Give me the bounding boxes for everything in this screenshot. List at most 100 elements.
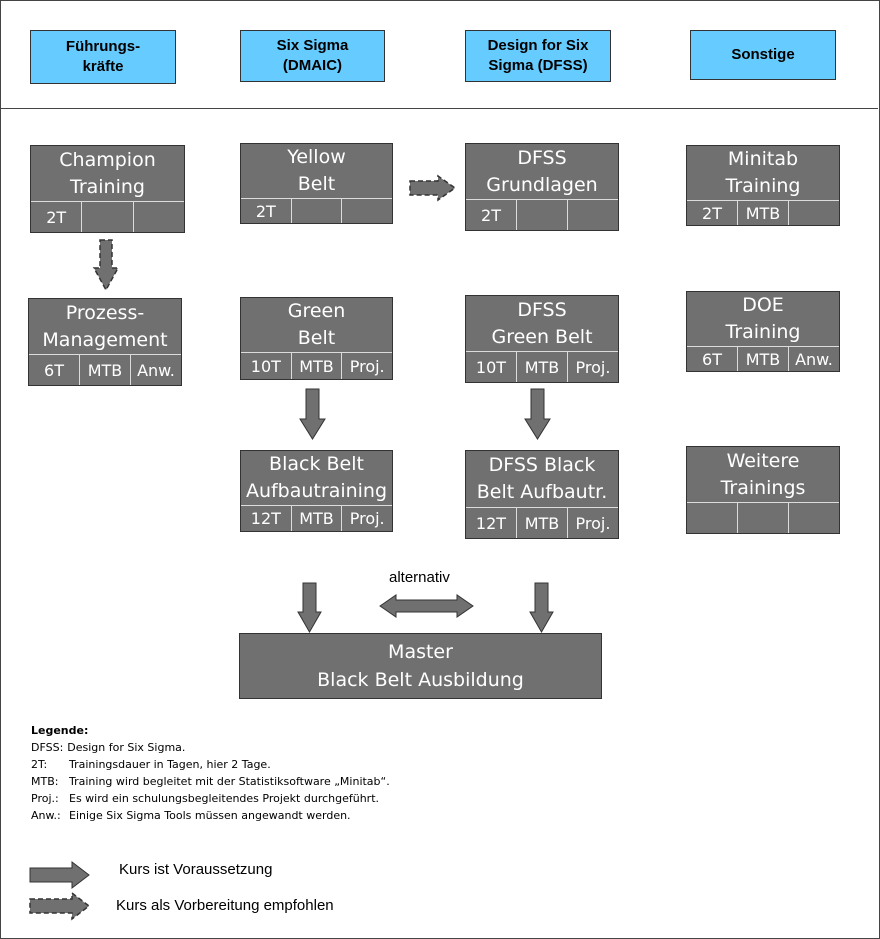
legend-solid-arrow-icon xyxy=(29,860,90,890)
course-attributes: 2T MTB xyxy=(687,200,839,225)
category-dfss: Design for Six Sigma (DFSS) xyxy=(465,30,611,82)
course-title: Minitab Training xyxy=(725,148,801,197)
legend-row: DFSS:Design for Six Sigma. xyxy=(31,739,390,756)
extra-cell: Proj. xyxy=(567,352,618,382)
extra-cell: Anw. xyxy=(130,355,181,385)
duration-cell: 12T xyxy=(475,513,507,533)
legend: Legende: DFSS:Design for Six Sigma. 2T: T… xyxy=(31,722,390,824)
software-cell xyxy=(81,202,132,232)
course-champion-training: Champion Training 2T xyxy=(30,145,185,233)
course-title: DFSS Black Belt Aufbautr. xyxy=(476,454,608,503)
course-attributes: 6T MTB Anw. xyxy=(687,346,839,371)
category-sonstige: Sonstige xyxy=(690,30,836,80)
duration-cell: 6T xyxy=(44,360,64,380)
extra-cell: Proj. xyxy=(341,506,392,531)
extra-cell: Proj. xyxy=(567,508,618,538)
software-cell: MTB xyxy=(737,201,788,225)
legend-text: Einige Six Sigma Tools müssen angewandt … xyxy=(69,809,351,822)
legend-key: DFSS: xyxy=(31,741,64,754)
course-title: Yellow Belt xyxy=(287,146,346,195)
course-title: Champion Training xyxy=(59,148,156,198)
software-cell: MTB xyxy=(516,352,567,382)
legend-text: Trainingsdauer in Tagen, hier 2 Tage. xyxy=(69,758,271,771)
course-attributes: 12T MTB Proj. xyxy=(466,507,618,538)
software-cell xyxy=(516,200,567,230)
legend-key: 2T: xyxy=(31,758,48,771)
course-attributes: 6T MTB Anw. xyxy=(29,354,181,385)
category-header-band xyxy=(0,0,878,109)
course-attributes: 10T MTB Proj. xyxy=(466,351,618,382)
legend-text: Design for Six Sigma. xyxy=(67,741,186,754)
course-black-belt-aufbautraining: Black Belt Aufbautraining 12T MTB Proj. xyxy=(240,450,393,532)
software-cell: MTB xyxy=(737,347,788,371)
course-title: DFSS Green Belt xyxy=(491,298,593,348)
course-green-belt: Green Belt 10T MTB Proj. xyxy=(240,297,393,380)
duration-cell: 6T xyxy=(702,349,722,369)
software-cell: MTB xyxy=(79,355,130,385)
extra-cell xyxy=(567,200,618,230)
category-six-sigma-dmaic: Six Sigma (DMAIC) xyxy=(240,30,385,82)
software-cell: MTB xyxy=(516,508,567,538)
legend-row: Proj.: Es wird ein schulungsbegleitendes … xyxy=(31,790,390,807)
course-attributes: 10T MTB Proj. xyxy=(241,352,392,379)
dashed-arrow-champion-to-prozess xyxy=(92,239,120,292)
duration-cell: 12T xyxy=(250,509,281,528)
legend-row: 2T: Trainingsdauer in Tagen, hier 2 Tage. xyxy=(31,756,390,773)
course-attributes: 12T MTB Proj. xyxy=(241,505,392,531)
arrow-blackbelt-to-master xyxy=(297,582,322,634)
legend-text: Es wird ein schulungsbegleitendes Projek… xyxy=(69,792,380,805)
category-fuehrungskraefte: Führungs- kräfte xyxy=(30,30,176,84)
extra-cell xyxy=(341,199,392,223)
extra-cell xyxy=(788,503,839,533)
course-master-black-belt: Master Black Belt Ausbildung xyxy=(239,633,602,699)
legend-dashed-arrow-icon xyxy=(29,891,91,921)
course-doe-training: DOE Training 6T MTB Anw. xyxy=(686,291,840,372)
course-attributes: 2T xyxy=(31,201,184,232)
duration-cell: 2T xyxy=(46,207,67,227)
duration-cell: 10T xyxy=(250,356,281,376)
course-minitab-training: Minitab Training 2T MTB xyxy=(686,145,840,226)
arrow-dfss-green-to-dfss-black xyxy=(524,388,551,440)
legend-solid-arrow-label: Kurs ist Voraussetzung xyxy=(119,861,273,878)
legend-key: MTB: xyxy=(31,775,59,788)
alternativ-label: alternativ xyxy=(389,569,450,586)
extra-cell xyxy=(788,201,839,225)
double-arrow-alternativ xyxy=(379,594,474,618)
course-title: DFSS Grundlagen xyxy=(486,146,598,196)
software-cell xyxy=(290,199,342,223)
duration-cell: 2T xyxy=(702,203,722,223)
legend-text: Training wird begleitet mit der Statisti… xyxy=(69,775,390,788)
course-attributes xyxy=(687,502,839,533)
duration-cell: 2T xyxy=(255,201,276,221)
extra-cell: Anw. xyxy=(788,347,839,371)
course-attributes: 2T xyxy=(241,198,392,223)
software-cell xyxy=(737,503,788,533)
course-yellow-belt: Yellow Belt 2T xyxy=(240,143,393,224)
course-title: Black Belt Aufbautraining xyxy=(245,453,388,502)
course-dfss-grundlagen: DFSS Grundlagen 2T xyxy=(465,143,619,231)
legend-dashed-arrow-label: Kurs als Vorbereitung empfohlen xyxy=(116,897,334,914)
dashed-arrow-yellow-to-dfss xyxy=(409,174,457,202)
legend-key: Proj.: xyxy=(31,792,59,805)
legend-key: Anw.: xyxy=(31,809,61,822)
legend-heading: Legende: xyxy=(31,724,89,737)
arrow-green-to-blackbelt xyxy=(299,388,326,440)
course-title: Green Belt xyxy=(287,300,346,349)
course-dfss-green-belt: DFSS Green Belt 10T MTB Proj. xyxy=(465,295,619,383)
legend-row: Anw.: Einige Six Sigma Tools müssen angew… xyxy=(31,807,390,824)
legend-row: MTB: Training wird begleitet mit der Stat… xyxy=(31,773,390,790)
software-cell: MTB xyxy=(290,353,342,379)
course-title: DOE Training xyxy=(725,294,801,343)
course-prozess-management: Prozess- Management 6T MTB Anw. xyxy=(28,298,182,386)
course-title: Weitere Trainings xyxy=(720,449,806,499)
software-cell: MTB xyxy=(290,506,342,531)
course-weitere-trainings: Weitere Trainings xyxy=(686,446,840,534)
course-title: Prozess- Management xyxy=(42,301,168,351)
course-dfss-black-belt-aufbautraining: DFSS Black Belt Aufbautr. 12T MTB Proj. xyxy=(465,450,619,539)
extra-cell: Proj. xyxy=(341,353,392,379)
arrow-dfss-black-to-master xyxy=(529,582,554,634)
course-title: Master Black Belt Ausbildung xyxy=(317,641,524,691)
course-attributes: 2T xyxy=(466,199,618,230)
extra-cell xyxy=(132,202,184,232)
